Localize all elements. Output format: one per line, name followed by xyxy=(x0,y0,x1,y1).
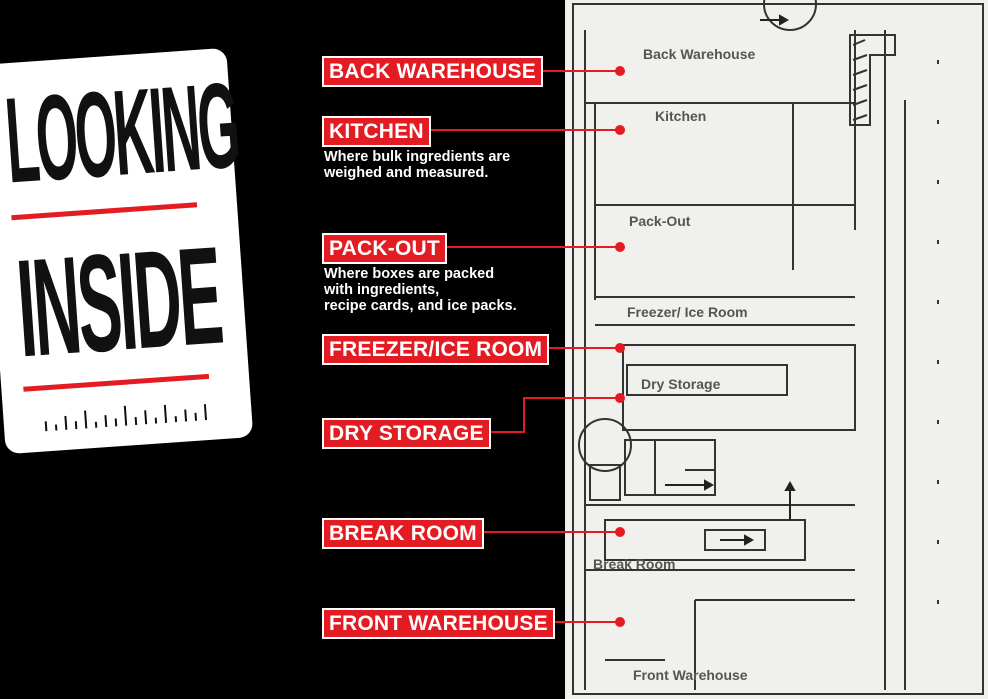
label-back-warehouse: BACK WAREHOUSE xyxy=(322,56,543,87)
plan-room-back-warehouse: Back Warehouse xyxy=(643,46,756,62)
plan-room-freezer: Freezer/ Ice Room xyxy=(627,304,748,320)
label-break-room: BREAK ROOM xyxy=(322,518,484,549)
plan-room-front-warehouse: Front Warehouse xyxy=(633,667,748,683)
title-card: LOOKING INSIDE xyxy=(0,47,254,455)
label-freezer: FREEZER/ICE ROOM xyxy=(322,334,550,365)
label-kitchen: KITCHEN xyxy=(322,116,431,147)
plan-room-break-room: Break Room xyxy=(593,556,676,572)
plan-room-pack-out: Pack-Out xyxy=(629,213,691,229)
plan-room-dry-storage: Dry Storage xyxy=(641,376,721,392)
label-dry-storage: DRY STORAGE xyxy=(322,418,491,449)
label-front-warehouse: FRONT WAREHOUSE xyxy=(322,608,555,639)
ruler-graphic xyxy=(44,404,208,432)
desc-pack-out: Where boxes are packed with ingredients,… xyxy=(324,266,517,314)
label-pack-out: PACK-OUT xyxy=(322,233,447,264)
plan-room-kitchen: Kitchen xyxy=(655,108,707,124)
floor-plan: Back Warehouse Kitchen Pack-Out Freezer/… xyxy=(565,0,988,699)
desc-kitchen: Where bulk ingredients are weighed and m… xyxy=(324,149,511,181)
